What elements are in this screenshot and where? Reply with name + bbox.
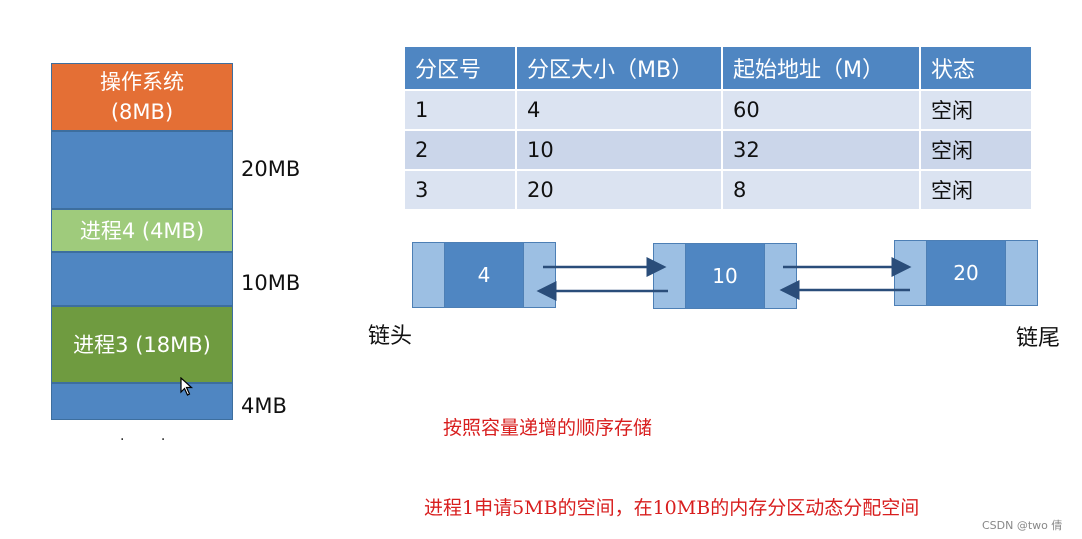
cell-start-address: 8 xyxy=(723,171,919,209)
cell-partition-size: 10 xyxy=(517,131,721,169)
cropped-marks: · · xyxy=(120,432,182,448)
next-pointer-field xyxy=(1005,240,1038,306)
mouse-cursor-icon xyxy=(180,377,194,396)
table-row: 3 20 8 空闲 xyxy=(405,171,1031,209)
partition-table: 分区号 分区大小（MB） 起始地址（M） 状态 1 4 60 空闲 2 10 3… xyxy=(403,45,1033,211)
free-partition-10mb xyxy=(51,252,233,306)
header-partition-size: 分区大小（MB） xyxy=(517,47,721,89)
cell-start-address: 32 xyxy=(723,131,919,169)
cell-partition-size: 4 xyxy=(517,91,721,129)
free-partition-20mb xyxy=(51,131,233,209)
list-node-2: 10 xyxy=(653,243,797,309)
note-allocation: 进程1申请5MB的空间，在10MB的内存分区动态分配空间 xyxy=(424,497,920,519)
prev-pointer-field xyxy=(894,240,927,306)
header-start-address: 起始地址（M） xyxy=(723,47,919,89)
table-row: 2 10 32 空闲 xyxy=(405,131,1031,169)
cell-status: 空闲 xyxy=(921,171,1031,209)
size-label-10mb: 10MB xyxy=(241,271,301,295)
process4-label: 进程4 (4MB) xyxy=(79,218,205,243)
os-segment: 操作系统 (8MB) xyxy=(51,63,233,131)
os-size: (8MB) xyxy=(110,100,174,124)
list-node-1: 4 xyxy=(412,242,556,308)
next-pointer-field xyxy=(764,243,797,309)
list-tail-label: 链尾 xyxy=(1016,326,1061,351)
cell-partition-no: 3 xyxy=(405,171,515,209)
cell-status: 空闲 xyxy=(921,131,1031,169)
node-value: 10 xyxy=(686,243,764,309)
list-head-label: 链头 xyxy=(368,324,413,349)
list-node-3: 20 xyxy=(894,240,1038,306)
table-header-row: 分区号 分区大小（MB） 起始地址（M） 状态 xyxy=(405,47,1031,89)
prev-pointer-field xyxy=(412,242,445,308)
size-label-4mb: 4MB xyxy=(241,394,287,418)
cell-partition-no: 1 xyxy=(405,91,515,129)
header-partition-no: 分区号 xyxy=(405,47,515,89)
process3-label: 进程3 (18MB) xyxy=(73,332,211,357)
table-row: 1 4 60 空闲 xyxy=(405,91,1031,129)
prev-pointer-field xyxy=(653,243,686,309)
cell-status: 空闲 xyxy=(921,91,1031,129)
node-value: 20 xyxy=(927,240,1005,306)
watermark: CSDN @two 倩 xyxy=(982,519,1063,532)
free-partition-4mb xyxy=(51,383,233,420)
header-status: 状态 xyxy=(921,47,1031,89)
note-sorting: 按照容量递增的顺序存储 xyxy=(443,417,653,439)
cell-start-address: 60 xyxy=(723,91,919,129)
os-name: 操作系统 xyxy=(100,70,184,94)
cell-partition-size: 20 xyxy=(517,171,721,209)
process3-segment: 进程3 (18MB) xyxy=(51,306,233,383)
cell-partition-no: 2 xyxy=(405,131,515,169)
process4-segment: 进程4 (4MB) xyxy=(51,209,233,252)
size-label-20mb: 20MB xyxy=(241,157,301,181)
next-pointer-field xyxy=(523,242,556,308)
node-value: 4 xyxy=(445,242,523,308)
